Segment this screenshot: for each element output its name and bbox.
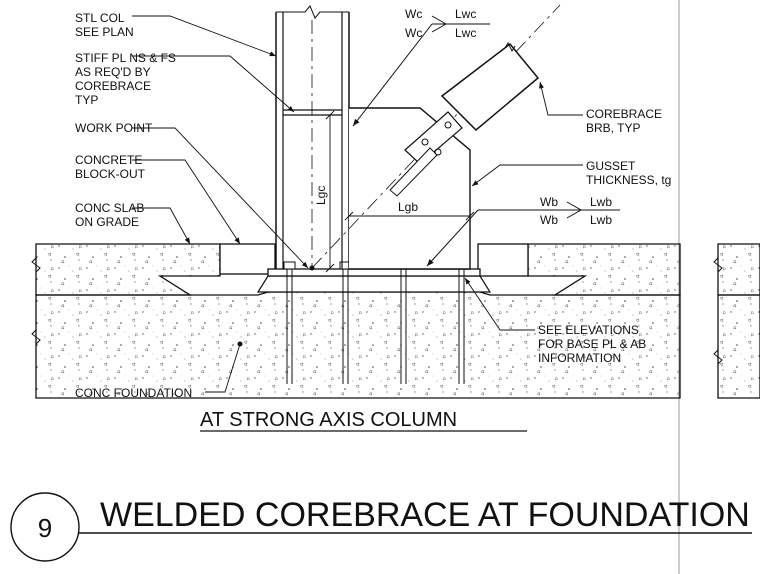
svg-text:CONC FOUNDATION: CONC FOUNDATION [75, 386, 192, 400]
weld-symbol-base [426, 201, 620, 267]
callout-stiff-pl: STIFF PL NS & FS AS REQ'D BY COREBRACE T… [75, 51, 176, 107]
callout-stl-col: STL COL SEE PLAN [75, 11, 134, 39]
detail-subtitle: AT STRONG AXIS COLUMN [200, 409, 457, 431]
gusset-plate [349, 107, 471, 270]
svg-text:AS REQ'D BY: AS REQ'D BY [75, 65, 151, 79]
weld-length-bottom-column: Lwc [455, 26, 476, 40]
weld-length-bottom-base: Lwb [590, 213, 612, 227]
svg-text:ON GRADE: ON GRADE [75, 215, 139, 229]
leader-lines [132, 15, 583, 393]
work-point-dot [309, 265, 315, 271]
callout-corebrace: COREBRACE BRB, TYP [586, 107, 662, 135]
svg-text:SEE PLAN: SEE PLAN [75, 25, 134, 39]
dimension-lgc [325, 110, 335, 273]
concrete-foundation [35, 291, 681, 399]
concrete-blockout-right [477, 243, 529, 277]
svg-text:WORK POINT: WORK POINT [75, 121, 153, 135]
detail-title: WELDED COREBRACE AT FOUNDATION [100, 496, 750, 534]
svg-text:BLOCK-OUT: BLOCK-OUT [75, 167, 146, 181]
svg-text:FOR BASE PL & AB: FOR BASE PL & AB [538, 337, 646, 351]
svg-text:COREBRACE: COREBRACE [586, 107, 662, 121]
svg-text:THICKNESS, tg: THICKNESS, tg [586, 173, 671, 187]
dimension-lgc-label: Lgc [314, 186, 328, 205]
svg-text:STIFF PL NS & FS: STIFF PL NS & FS [75, 51, 176, 65]
detail-number-circle [10, 492, 80, 562]
callout-work-point: WORK POINT [75, 121, 153, 135]
svg-text:BRB, TYP: BRB, TYP [586, 121, 640, 135]
foundation-leader-dot [237, 341, 243, 347]
weld-size-top-base: Wb [540, 195, 558, 209]
slab-on-grade-right [527, 243, 681, 296]
callout-see-elevations: SEE ELEVATIONS FOR BASE PL & AB INFORMAT… [538, 323, 646, 365]
base-plate [267, 268, 481, 277]
svg-text:COREBRACE: COREBRACE [75, 79, 151, 93]
steel-column [275, 5, 350, 269]
svg-text:TYP: TYP [75, 93, 98, 107]
anchor-bolts [283, 261, 468, 384]
corebrace-brb [389, 41, 540, 197]
weld-symbol-column [352, 15, 490, 127]
svg-text:GUSSET: GUSSET [586, 159, 636, 173]
weld-length-top-column: Lwc [455, 7, 476, 21]
weld-length-top-base: Lwb [590, 195, 612, 209]
brace-centerline [311, 4, 561, 269]
adjacent-detail-slab [717, 243, 760, 296]
svg-text:SEE ELEVATIONS: SEE ELEVATIONS [538, 323, 639, 337]
grout-pad [256, 275, 492, 293]
break-line-left [31, 329, 41, 345]
callout-concrete-blockout: CONCRETE BLOCK-OUT [75, 153, 146, 181]
svg-text:INFORMATION: INFORMATION [538, 351, 621, 365]
callout-conc-slab: CONC SLAB ON GRADE [75, 201, 144, 229]
detail-number: 9 [38, 513, 52, 543]
callout-gusset: GUSSET THICKNESS, tg [586, 159, 671, 187]
weld-size-bottom-base: Wb [540, 213, 558, 227]
dimension-lgb [344, 211, 475, 221]
concrete-blockout-left [219, 243, 276, 275]
break-line-slab-left [31, 257, 41, 273]
svg-text:CONC SLAB: CONC SLAB [75, 201, 144, 215]
adjacent-detail-foundation [717, 294, 760, 399]
svg-text:STL COL: STL COL [75, 11, 125, 25]
svg-text:CONCRETE: CONCRETE [75, 153, 142, 167]
slab-on-grade-left [35, 243, 221, 296]
weld-size-top-column: Wc [405, 7, 422, 21]
break-line-adjacent [713, 257, 723, 365]
callout-conc-foundation: CONC FOUNDATION [75, 386, 192, 400]
dimension-lgb-label: Lgb [398, 200, 418, 214]
weld-size-bottom-column: Wc [405, 26, 422, 40]
